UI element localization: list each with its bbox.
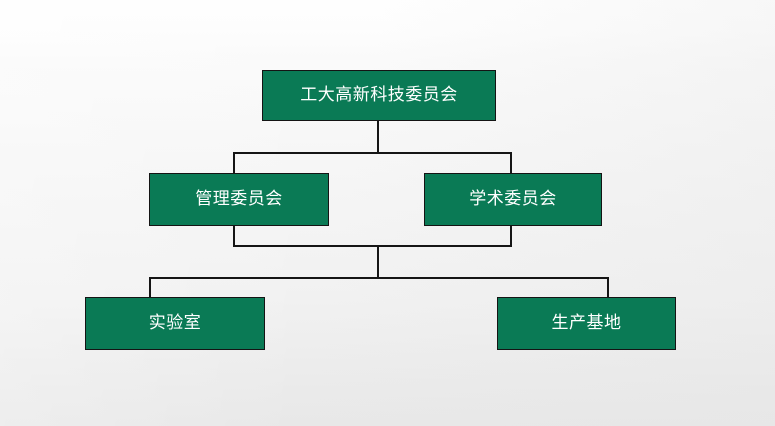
node-root[interactable]: 工大高新科技委员会 [262, 70, 496, 121]
connector-level3-bus [149, 277, 609, 279]
connector-to-management [233, 152, 235, 174]
node-academic[interactable]: 学术委员会 [424, 173, 602, 226]
connector-level2-bus [233, 152, 512, 154]
connector-merge-bus [233, 245, 512, 247]
node-management-label: 管理委员会 [195, 189, 283, 209]
node-production-label: 生产基地 [551, 313, 622, 333]
connector-to-lab [149, 277, 151, 298]
connector-merge-stem [377, 245, 379, 278]
node-lab[interactable]: 实验室 [85, 297, 265, 350]
connector-to-production [607, 277, 609, 298]
connector-management-stem [233, 226, 235, 246]
node-root-label: 工大高新科技委员会 [300, 85, 458, 105]
node-production[interactable]: 生产基地 [497, 297, 676, 350]
connector-root-stem [377, 120, 379, 153]
node-management[interactable]: 管理委员会 [149, 173, 329, 226]
connector-academic-stem [510, 226, 512, 246]
connector-to-academic [510, 152, 512, 174]
node-academic-label: 学术委员会 [469, 189, 557, 209]
node-lab-label: 实验室 [148, 313, 202, 333]
